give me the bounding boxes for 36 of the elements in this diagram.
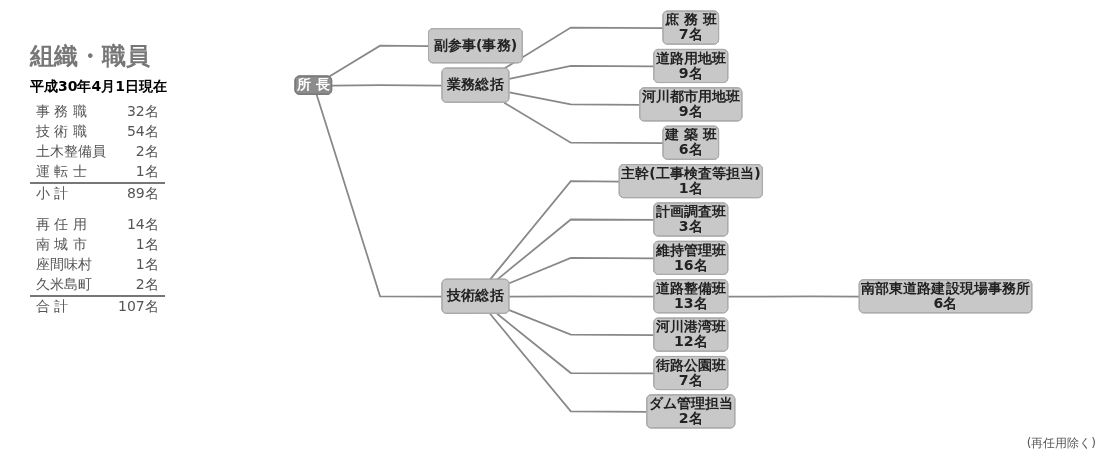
table-title: 組織・職員 (30, 41, 151, 72)
table-cell-text: 南 城 市 (35, 235, 88, 254)
date-note: 平成30年4月1日現在 (30, 78, 168, 96)
table-cell-text: 1名 (134, 235, 160, 254)
connector (315, 93, 443, 298)
table-cell-text: 2名 (134, 142, 160, 161)
connector (488, 312, 648, 413)
table-cell: 107名 (112, 296, 165, 317)
footnote: (再任用除く) (1026, 435, 1096, 452)
table-cell-text: 座間味村 (35, 255, 93, 274)
connector (502, 101, 664, 145)
table-cell: 小 計 (30, 183, 112, 215)
connector (508, 65, 655, 80)
table-cell-text: 事 務 職 (35, 102, 88, 121)
table-cell-text: 再 任 用 (35, 215, 88, 234)
table-cell: 運 転 士 (30, 162, 112, 183)
connector (507, 309, 655, 336)
connector (495, 312, 655, 375)
table-cell: 久米島町 (30, 275, 112, 296)
connector (508, 295, 655, 298)
connector (495, 218, 655, 281)
table-cell-text: 54名 (125, 122, 160, 141)
connector (502, 26, 664, 70)
table-cell-text: 14名 (125, 215, 160, 234)
connector (330, 84, 443, 87)
table-cell-text: 32名 (125, 102, 160, 121)
connector (507, 257, 655, 285)
connector (327, 44, 430, 78)
table-cell: 2名 (112, 275, 165, 296)
table-cell-text: 土木整備員 (35, 142, 107, 161)
table-cell-text: 技 術 職 (35, 122, 88, 141)
table-cell: 1名 (112, 162, 165, 183)
connector (508, 91, 641, 106)
table-cell: 89名 (112, 183, 165, 215)
table-cell-text: 1名 (134, 255, 160, 274)
table-cell: 合 計 (30, 296, 112, 317)
